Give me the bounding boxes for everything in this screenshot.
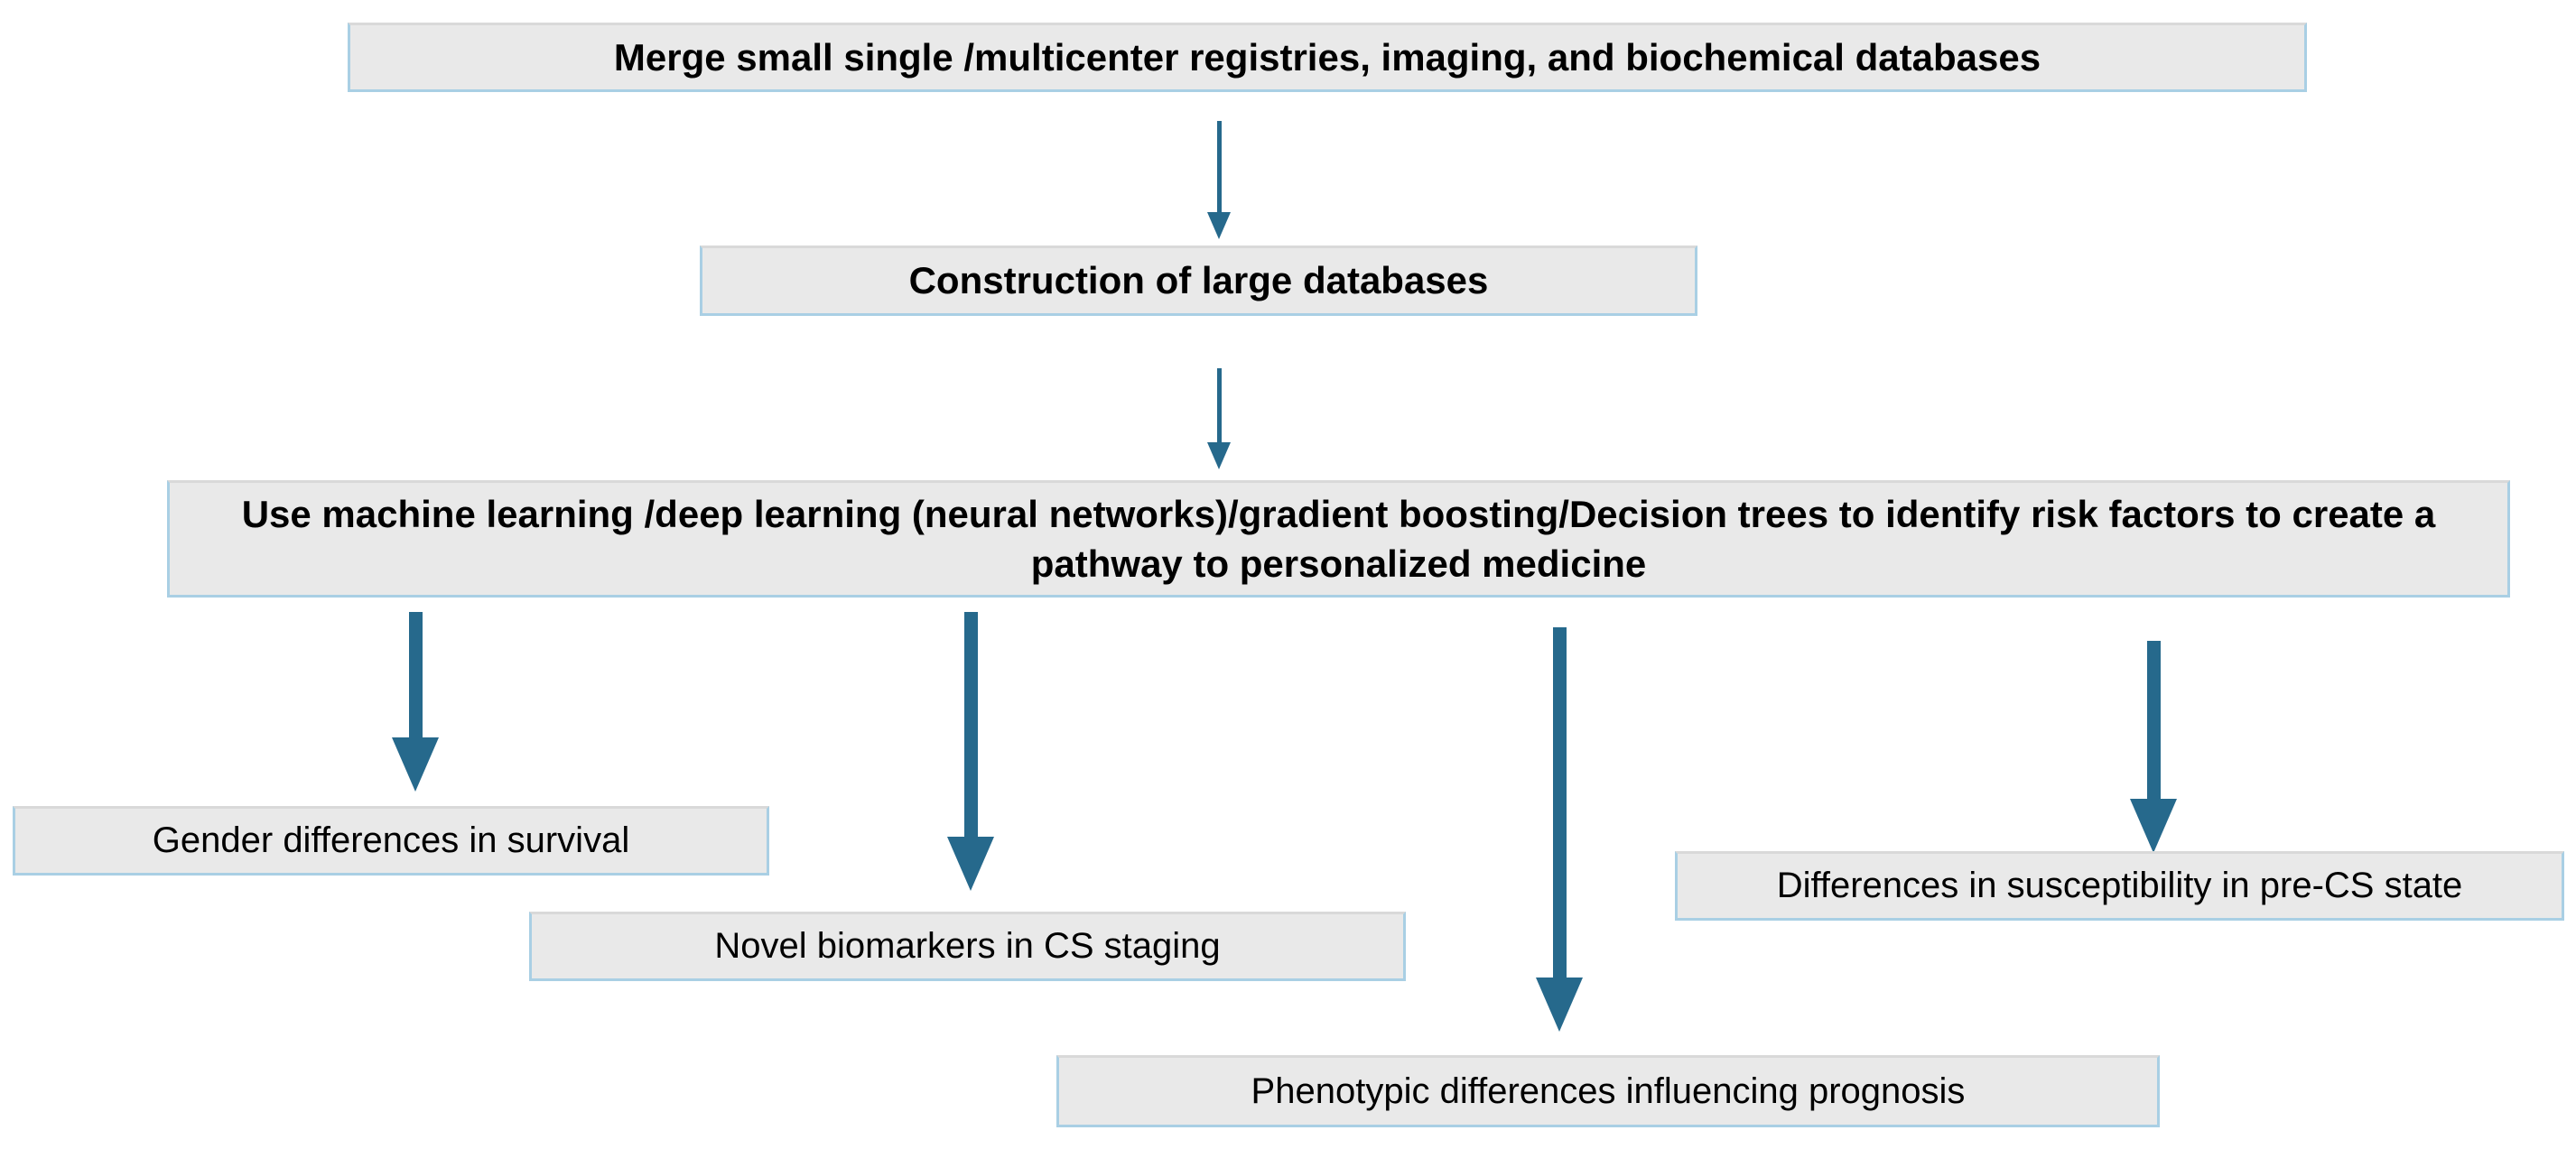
node-construction-large-databases: Construction of large databases xyxy=(700,246,1697,316)
node-susceptibility-pre-cs: Differences in susceptibility in pre-CS … xyxy=(1675,851,2564,921)
node-gender-differences: Gender differences in survival xyxy=(13,806,769,876)
node-merge-registries: Merge small single /multicenter registri… xyxy=(348,23,2307,92)
node-novel-biomarkers: Novel biomarkers in CS staging xyxy=(529,912,1406,981)
arrow-ml-to-gender-icon xyxy=(392,612,439,792)
arrow-ml-to-biomarkers-icon xyxy=(947,612,994,891)
node-machine-learning-pathway: Use machine learning /deep learning (neu… xyxy=(167,480,2510,598)
arrow-ml-to-susceptibility-icon xyxy=(2130,641,2177,853)
node-phenotypic-differences: Phenotypic differences influencing progn… xyxy=(1056,1055,2160,1127)
arrow-construction-to-ml-icon xyxy=(1207,368,1231,469)
arrow-ml-to-phenotypic-icon xyxy=(1536,627,1583,1032)
arrow-merge-to-construction-icon xyxy=(1207,121,1231,239)
